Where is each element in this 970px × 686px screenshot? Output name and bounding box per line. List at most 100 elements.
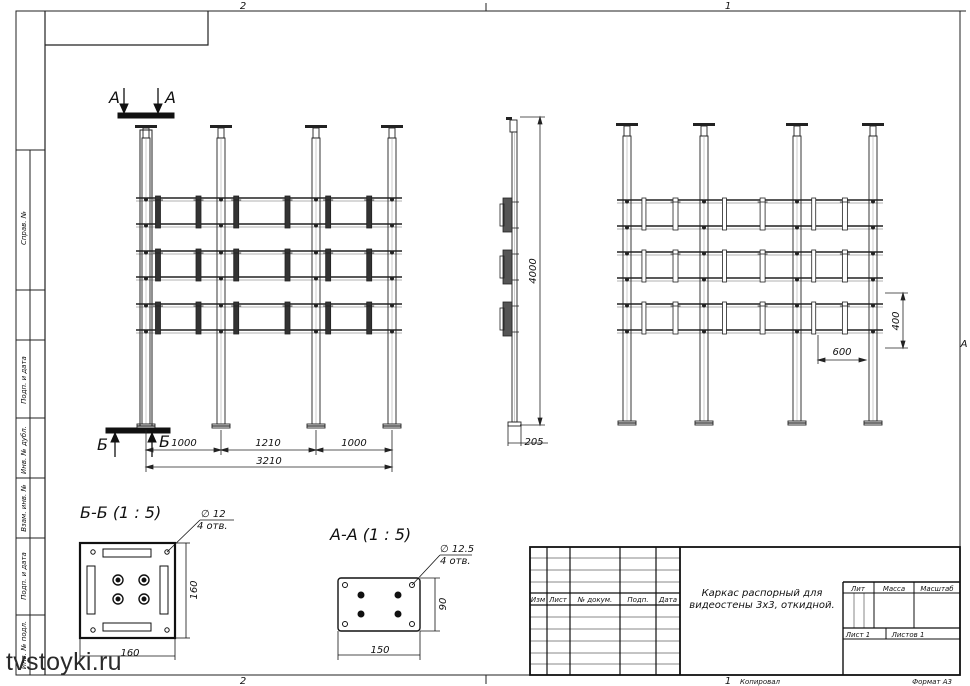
joint-bolt (795, 251, 799, 256)
side-label-ref: Справ. № (20, 211, 28, 245)
joint-bolt (702, 251, 706, 256)
side-bracket-hinge (499, 307, 505, 331)
section-b-marker (105, 427, 171, 457)
zone-label-bottom-left: 2 (240, 676, 246, 686)
mount-bracket-secondary (811, 197, 817, 231)
side-view (499, 117, 522, 427)
mount-bracket-secondary (722, 301, 727, 335)
mount-bracket-secondary (641, 197, 647, 231)
mount-bracket (841, 249, 848, 283)
section-a-marker (117, 88, 175, 119)
mount-bracket-secondary (722, 197, 727, 231)
joint-bolt (795, 303, 799, 308)
top-plate (506, 117, 512, 120)
joint-bolt (871, 251, 875, 256)
mount-bracket (195, 248, 202, 282)
tb-col-sheet: Лист (548, 596, 568, 604)
joint-bolt (871, 277, 875, 282)
mount-bracket (155, 248, 161, 282)
front-view (135, 125, 403, 429)
top-plate (786, 123, 808, 126)
joint-bolt (314, 276, 318, 281)
joint-bolt (219, 276, 223, 281)
mount-bracket (233, 195, 240, 229)
mount-bracket-secondary (811, 249, 817, 283)
joint-bolt (702, 329, 706, 334)
detail-aa-height: 90 (438, 598, 449, 611)
joint-bolt (871, 303, 875, 308)
tb-col-signature: Подп. (627, 596, 648, 604)
joint-bolt (625, 329, 629, 334)
mount-bracket (325, 248, 332, 282)
title-block (529, 546, 961, 676)
zone-label-top-right: 1 (725, 1, 731, 12)
side-dimensions (507, 115, 548, 446)
mount-bracket (155, 301, 161, 335)
joint-bolt (625, 277, 629, 282)
detail-bb-plate (78, 519, 234, 660)
rear-view (616, 123, 884, 426)
tb-format: Формат А3 (912, 678, 952, 686)
top-screw (869, 125, 877, 137)
tb-sheets-label: Листов 1 (891, 631, 925, 639)
top-plate (135, 125, 157, 128)
joint-bolt (390, 197, 394, 202)
joint-bolt (795, 329, 799, 334)
side-bracket-hinge (499, 203, 505, 227)
joint-bolt (219, 197, 223, 202)
side-bracket-hinge (499, 255, 505, 279)
top-screw (217, 127, 225, 139)
joint-bolt (795, 277, 799, 282)
side-bracket (502, 197, 513, 233)
mount-bracket (759, 197, 766, 231)
tb-col-doc-number: № докум. (577, 596, 613, 604)
joint-bolt (390, 303, 394, 308)
joint-bolt (390, 250, 394, 255)
side-bracket (502, 249, 513, 285)
top-plate (305, 125, 327, 128)
mount-bracket (195, 301, 202, 335)
mount-bracket (195, 195, 202, 229)
joint-bolt (219, 329, 223, 334)
tb-copied: Копировал (740, 678, 781, 686)
tb-scale-label: Масштаб (920, 585, 954, 593)
mount-bracket (233, 248, 240, 282)
sheet-border (15, 10, 961, 676)
side-bracket (502, 301, 513, 337)
detail-bb-title: Б-Б (1 : 5) (80, 503, 161, 522)
watermark: tvstoyki.ru (6, 648, 122, 676)
joint-bolt (390, 276, 394, 281)
joint-bolt (144, 276, 148, 281)
joint-bolt (144, 329, 148, 334)
joint-bolt (219, 223, 223, 228)
mount-bracket (325, 301, 332, 335)
mount-bracket-secondary (811, 301, 817, 335)
tb-name-line-1: Каркас распорный для (702, 588, 823, 599)
mount-bracket-secondary (641, 301, 647, 335)
mount-bracket (155, 195, 161, 229)
joint-bolt (625, 225, 629, 230)
front-dimensions (144, 430, 394, 472)
top-screw (623, 125, 631, 137)
top-plate (616, 123, 638, 126)
joint-bolt (144, 250, 148, 255)
top-plate (210, 125, 232, 128)
section-a-mark-left: А (108, 88, 120, 107)
mount-bracket (672, 197, 679, 231)
tb-col-date: Дата (658, 596, 677, 604)
joint-bolt (871, 199, 875, 204)
dim-left-span: 1000 (171, 438, 196, 449)
mount-bracket (759, 249, 766, 283)
joint-bolt (871, 225, 875, 230)
tb-sheet-label: Лист 1 (845, 631, 870, 639)
dim-mid-span: 1210 (255, 438, 280, 449)
section-b-mark-right: Б (159, 432, 170, 451)
zone-label-right: A (960, 339, 968, 350)
tb-col-change: Изм (531, 596, 546, 604)
top-screw (388, 127, 396, 139)
side-label-dupl-inv: Инв. № дубл. (20, 426, 28, 474)
mount-bracket (233, 301, 240, 335)
section-b-mark-left: Б (97, 435, 108, 454)
joint-bolt (625, 199, 629, 204)
detail-aa-hole-count: 4 отв. (440, 556, 471, 567)
